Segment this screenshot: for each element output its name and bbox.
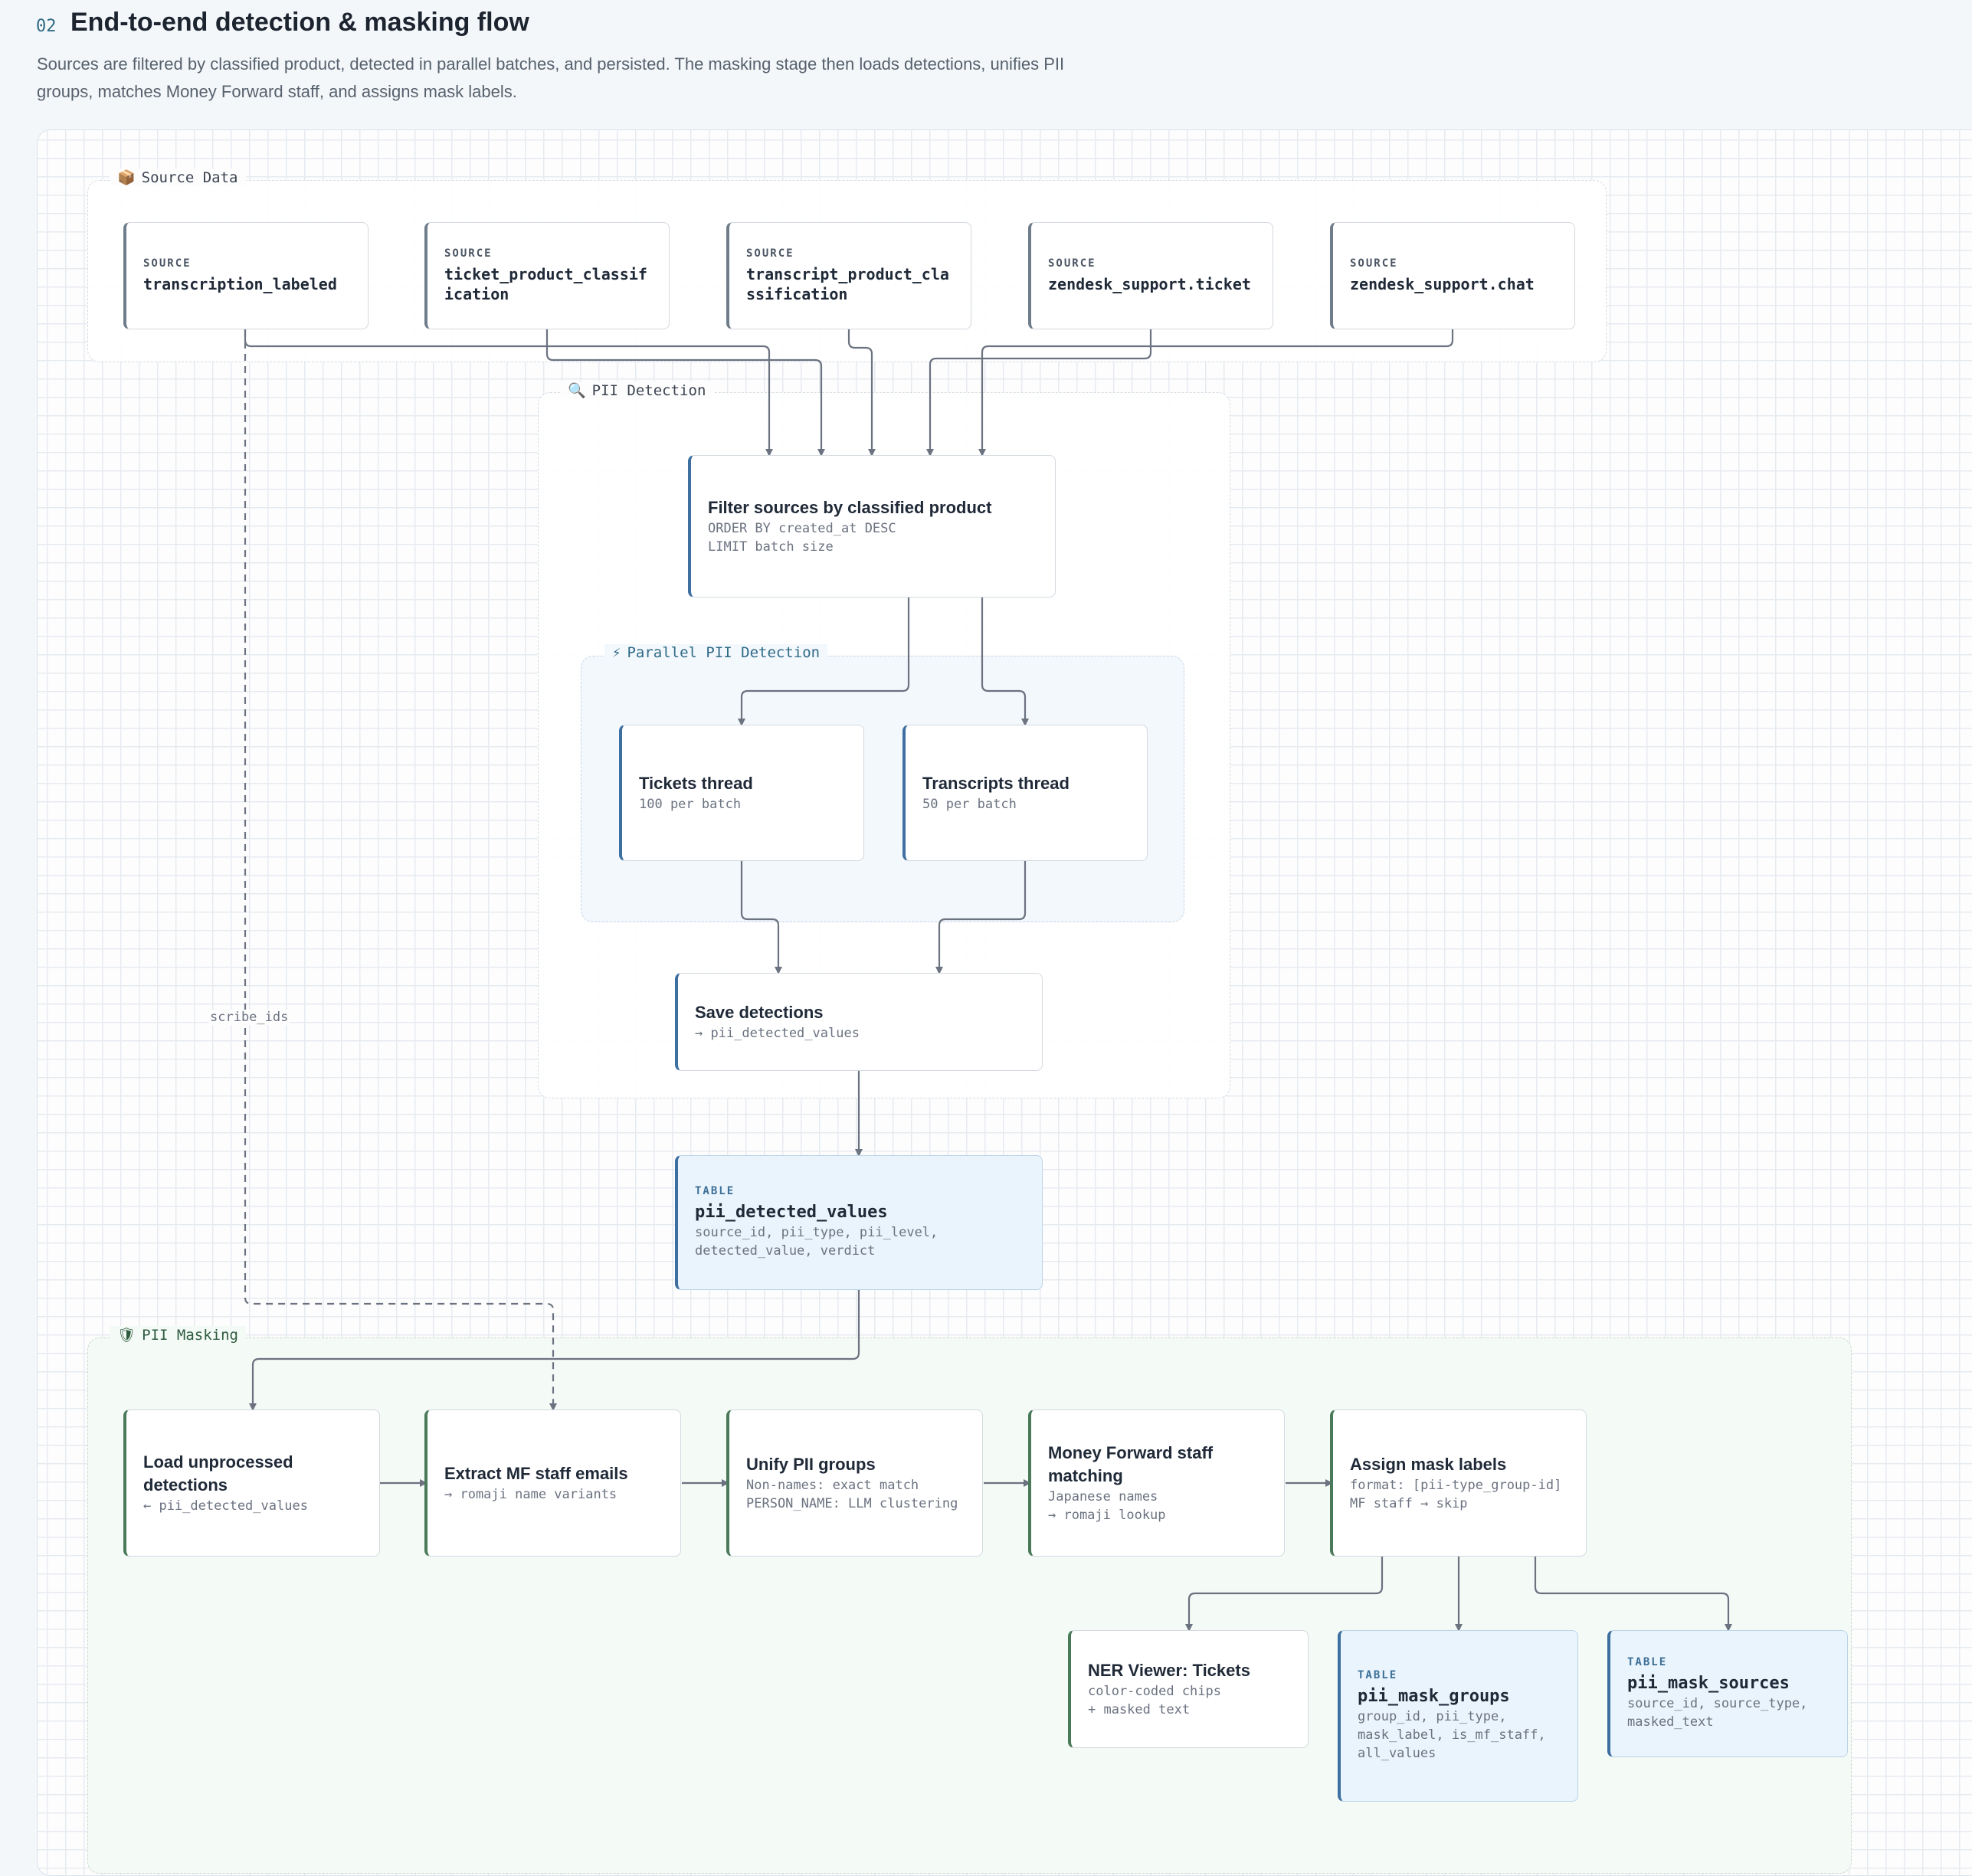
source-name: transcript_product_classification xyxy=(746,265,949,303)
section-number: 02 xyxy=(36,17,57,36)
table-columns: source_id, source_type, masked_text xyxy=(1627,1696,1808,1730)
node-subtitle: ORDER BY created_at DESC LIMIT batch siz… xyxy=(708,521,896,555)
tickets-thread-node: Tickets thread 100 per batch xyxy=(619,725,864,861)
unify-pii-groups-node: Unify PII groups Non-names: exact match … xyxy=(726,1409,983,1557)
source-node: SOURCE zendesk_support.chat xyxy=(1330,222,1575,329)
pii-detected-values-table: TABLE pii_detected_values source_id, pii… xyxy=(675,1155,1043,1290)
source-node: SOURCE zendesk_support.ticket xyxy=(1028,222,1273,329)
edge-ticket-class-to-filter xyxy=(545,329,825,457)
source-kicker: SOURCE xyxy=(1350,257,1398,270)
transcripts-thread-node: Transcripts thread 50 per batch xyxy=(902,725,1148,861)
node-subtitle: Non-names: exact match PERSON_NAME: LLM … xyxy=(746,1478,958,1511)
extract-staff-emails-node: Extract MF staff emails → romaji name va… xyxy=(424,1409,681,1557)
edge-transcript-class-to-filter xyxy=(847,329,876,457)
node-title: NER Viewer: Tickets xyxy=(1088,1661,1250,1680)
table-name: pii_mask_sources xyxy=(1627,1674,1790,1693)
node-title: Load unprocessed detections xyxy=(143,1452,293,1495)
table-kicker: TABLE xyxy=(1627,1656,1668,1668)
ner-viewer-node: NER Viewer: Tickets color-coded chips + … xyxy=(1068,1630,1309,1748)
pii-mask-sources-table: TABLE pii_mask_sources source_id, source… xyxy=(1607,1630,1848,1757)
node-subtitle: color-coded chips + masked text xyxy=(1088,1684,1221,1717)
node-title: Save detections xyxy=(695,1003,824,1022)
source-name: zendesk_support.chat xyxy=(1350,275,1535,293)
source-name: zendesk_support.ticket xyxy=(1048,275,1251,293)
package-icon: 📦 xyxy=(117,169,136,186)
edge-label-scribe-ids: scribe_ids xyxy=(208,1010,290,1025)
load-detections-node: Load unprocessed detections ← pii_detect… xyxy=(123,1409,380,1557)
table-kicker: TABLE xyxy=(1358,1669,1398,1681)
edge-assign-to-sources xyxy=(1534,1557,1732,1632)
group-label-text: Source Data xyxy=(141,169,238,186)
edge-filter-to-transcripts xyxy=(981,598,1029,726)
source-kicker: SOURCE xyxy=(143,257,192,270)
edge-zendesk-ticket-to-filter xyxy=(926,329,1152,457)
lightning-icon: ⚡ xyxy=(612,644,621,661)
node-title: Money Forward staff matching xyxy=(1048,1443,1214,1485)
node-title: Filter sources by classified product xyxy=(708,498,992,517)
group-pii-detection-label: 🔍 PII Detection xyxy=(560,381,714,399)
node-subtitle: → pii_detected_values xyxy=(695,1026,860,1041)
page-description: Sources are filtered by classified produ… xyxy=(37,54,1065,101)
group-label-text: PII Masking xyxy=(142,1327,238,1344)
edge-zendesk-chat-to-filter xyxy=(978,329,1454,457)
save-detections-node: Save detections → pii_detected_values xyxy=(675,973,1043,1071)
group-source-data-label: 📦 Source Data xyxy=(110,169,246,186)
table-columns: source_id, pii_type, pii_level, detected… xyxy=(695,1225,939,1259)
node-title: Tickets thread xyxy=(639,774,753,793)
mf-staff-matching-node: Money Forward staff matching Japanese na… xyxy=(1028,1409,1285,1557)
assign-mask-labels-node: Assign mask labels format: [pii-type_gro… xyxy=(1330,1409,1587,1557)
edge-scribe-ids xyxy=(244,329,557,1411)
edge-tickets-to-save xyxy=(740,861,782,974)
pii-mask-groups-table: TABLE pii_mask_groups group_id, pii_type… xyxy=(1338,1630,1578,1802)
node-subtitle: 50 per batch xyxy=(922,797,1017,812)
filter-node: Filter sources by classified product ORD… xyxy=(688,455,1056,598)
source-name: ticket_product_classification xyxy=(444,265,647,303)
group-pii-masking-label: 🛡 PII Masking xyxy=(110,1326,246,1344)
edge-transcripts-to-save xyxy=(935,861,1027,974)
source-kicker: SOURCE xyxy=(1048,257,1096,270)
source-node: SOURCE ticket_product_classification xyxy=(424,222,670,329)
edge-transcription-to-filter xyxy=(244,329,773,457)
node-subtitle: → romaji name variants xyxy=(444,1487,617,1502)
node-title: Transcripts thread xyxy=(922,774,1070,793)
edge-filter-to-tickets xyxy=(738,598,910,726)
source-kicker: SOURCE xyxy=(444,247,493,260)
table-columns: group_id, pii_type, mask_label, is_mf_st… xyxy=(1358,1709,1546,1761)
source-node: SOURCE transcription_labeled xyxy=(123,222,369,329)
node-title: Extract MF staff emails xyxy=(444,1464,628,1483)
node-title: Unify PII groups xyxy=(746,1455,876,1474)
edge-table-to-load xyxy=(249,1290,860,1411)
node-subtitle: Japanese names → romaji lookup xyxy=(1048,1489,1166,1523)
page-title: End-to-end detection & masking flow xyxy=(70,8,529,37)
group-label-text: PII Detection xyxy=(591,382,706,399)
group-label-text: Parallel PII Detection xyxy=(627,644,821,661)
shield-icon: 🛡 xyxy=(117,1327,136,1344)
node-subtitle: format: [pii-type_group-id] MF staff → s… xyxy=(1350,1478,1562,1511)
source-kicker: SOURCE xyxy=(746,247,794,260)
source-name: transcription_labeled xyxy=(143,275,337,293)
edge-assign-to-ner xyxy=(1185,1557,1384,1632)
node-title: Assign mask labels xyxy=(1350,1455,1507,1474)
group-parallel-label: ⚡ Parallel PII Detection xyxy=(604,644,828,661)
node-subtitle: 100 per batch xyxy=(639,797,742,812)
table-name: pii_mask_groups xyxy=(1358,1687,1510,1706)
table-name: pii_detected_values xyxy=(695,1203,888,1222)
magnifier-icon: 🔍 xyxy=(568,382,586,399)
table-kicker: TABLE xyxy=(695,1185,735,1197)
source-node: SOURCE transcript_product_classification xyxy=(726,222,971,329)
node-subtitle: ← pii_detected_values xyxy=(143,1498,308,1514)
